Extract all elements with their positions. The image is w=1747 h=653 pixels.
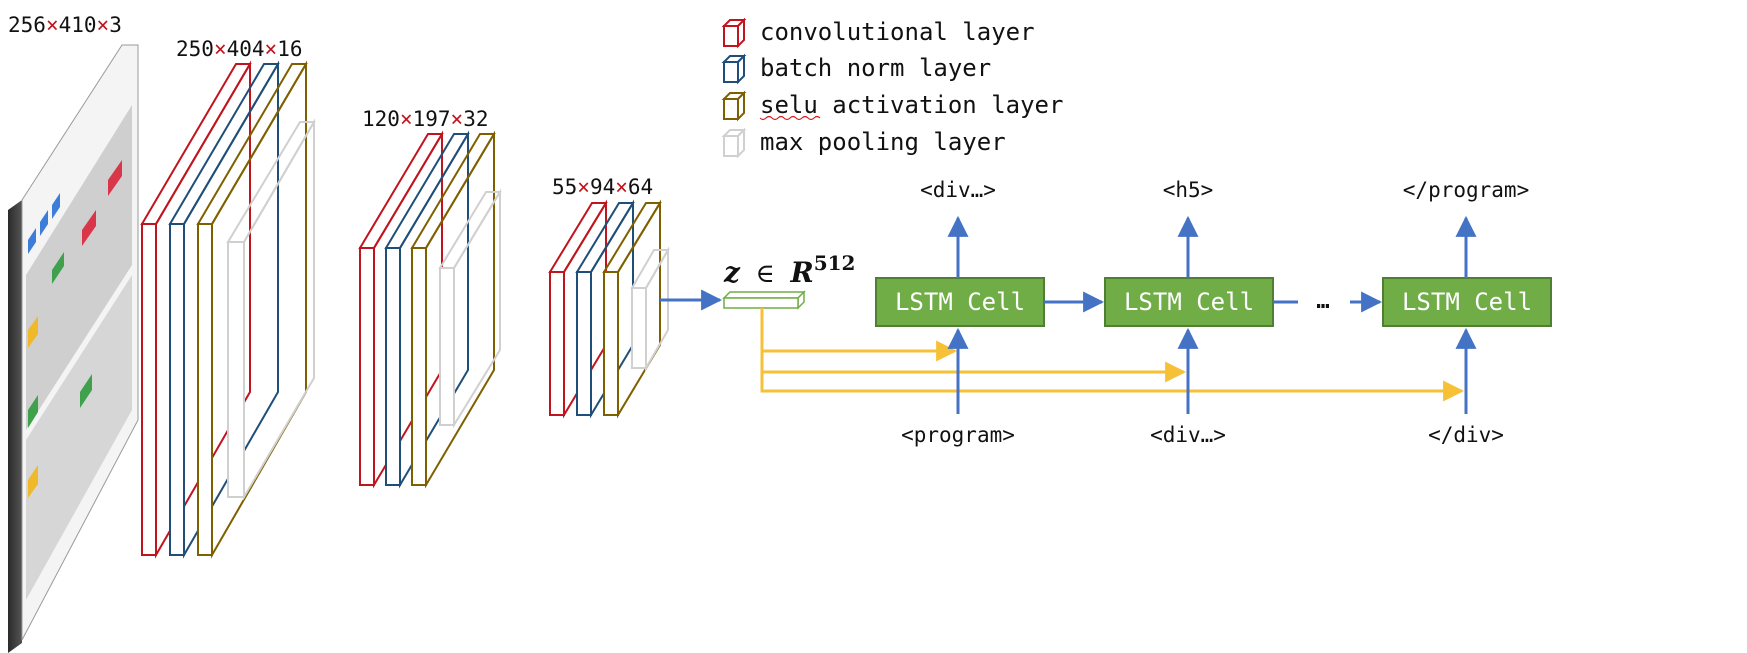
ellipsis-label: … [1316, 289, 1329, 314]
conv-block-1-dims-label: 250×404×16 [176, 37, 302, 61]
selu-layer [410, 133, 496, 249]
input-token: <program> [901, 423, 1015, 447]
input-widget-yellow [28, 465, 38, 498]
selu-layer [603, 271, 619, 416]
selu-layer [197, 223, 213, 556]
output-token: <div…> [920, 178, 996, 202]
input-widget-green [28, 395, 38, 428]
input-dims-label: 256×410×3 [8, 13, 122, 37]
input-widget-blue [52, 193, 60, 219]
pool-layer [438, 191, 502, 269]
lstm-cell-2: LSTM Cell [1104, 277, 1274, 327]
input-token: </div> [1428, 423, 1504, 447]
legend-item-conv: convolutional layer [721, 17, 1035, 49]
legend-label: convolutional layer [760, 18, 1035, 46]
legend: convolutional layer batch norm layer sel… [721, 17, 1063, 159]
conv-layer [140, 63, 252, 225]
input-panel [26, 105, 132, 430]
conv-block-1 [140, 60, 316, 559]
conv-layer [358, 133, 444, 249]
output-token: </program> [1403, 178, 1529, 202]
input-screenshot [8, 44, 139, 653]
pool-layer [226, 121, 316, 243]
legend-item-selu: selu activation layer [721, 90, 1063, 122]
input-panel [26, 275, 132, 600]
input-widget-yellow [28, 316, 38, 348]
conv-layer [359, 247, 375, 486]
input-widget-red [82, 210, 96, 246]
pool-layer [631, 287, 647, 369]
legend-cube-icon [721, 127, 747, 159]
conv-layer [141, 223, 157, 556]
conv-block-3-dims-label: 55×94×64 [552, 175, 653, 199]
bn-layer [169, 223, 185, 556]
input-widget-red [108, 160, 122, 196]
latent-vector [722, 290, 806, 310]
latent-feed-arrow [760, 351, 1187, 383]
legend-label: selu activation layer [760, 91, 1063, 119]
conv-block-3 [548, 199, 670, 419]
legend-item-pool: max pooling layer [721, 127, 1006, 159]
lstm-cell-label: LSTM Cell [1402, 288, 1532, 316]
legend-item-bn: batch norm layer [721, 53, 991, 85]
input-widget-blue [28, 228, 36, 254]
lstm-cell-label: LSTM Cell [895, 288, 1025, 316]
pool-layer [439, 267, 455, 426]
legend-cube-icon [721, 90, 747, 122]
lstm-cell-1: LSTM Cell [875, 277, 1045, 327]
lstm-cell-3: LSTM Cell [1382, 277, 1552, 327]
input-edge [8, 200, 22, 653]
conv-layer [549, 271, 565, 416]
pool-layer [227, 241, 245, 498]
latent-feed-arrow [760, 372, 1465, 402]
pool-layer [645, 246, 669, 372]
input-widget-blue [40, 210, 48, 236]
conv-block-2-dims-label: 120×197×32 [362, 107, 488, 131]
legend-cube-icon [721, 17, 747, 49]
input-widget-green [52, 252, 64, 284]
lstm-cell-label: LSTM Cell [1124, 288, 1254, 316]
bn-layer [385, 247, 401, 486]
selu-layer [411, 247, 427, 486]
selu-layer [196, 63, 308, 225]
legend-label: max pooling layer [760, 128, 1006, 156]
legend-cube-icon [721, 53, 747, 85]
bn-layer [576, 271, 592, 416]
output-token: <h5> [1163, 178, 1214, 202]
input-widget-green [80, 374, 92, 408]
bn-layer [168, 63, 280, 225]
conv-block-2 [358, 130, 502, 489]
bn-layer [384, 133, 470, 249]
spellcheck-squiggle [759, 115, 821, 121]
latent-label: z ∈ R512 [723, 251, 855, 289]
legend-label: batch norm layer [760, 54, 991, 82]
lstm-cell-box [1382, 277, 1552, 327]
input-token: <div…> [1150, 423, 1226, 447]
